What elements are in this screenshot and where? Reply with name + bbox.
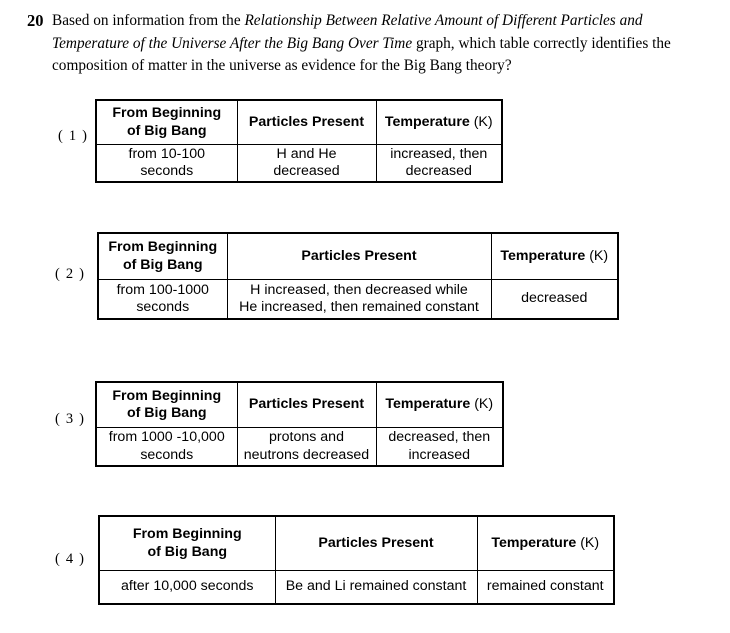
header-temperature-word: Temperature [491,534,577,551]
question-text-lead: Based on information from the [52,12,245,29]
cell-time-line1: from 10-100 [128,145,206,162]
header-cell-particles: Particles Present [274,515,478,571]
header-temperature-unit: (K) [474,396,494,413]
header-cell-temperature: Temperature (K) [375,381,504,428]
header-time-line2: of Big Bang [147,543,228,560]
option-1-label: ( 1 ) [58,128,89,144]
header-temperature-unit: (K) [580,534,600,551]
question-stem: 20 Based on information from the Relatio… [27,10,697,78]
header-temperature-word: Temperature [384,113,470,130]
header-time-line1: From Beginning [108,239,218,255]
cell-time-line1: after 10,000 seconds [120,578,254,595]
header-temperature-word: Temperature [385,396,471,413]
cell-temperature-line1: decreased [521,290,588,307]
graph-title-italic: Relationship Between Relative Amount of … [52,12,643,52]
header-time-line2: of Big Bang [122,256,203,273]
cell-particles-line1: H and He [276,145,337,162]
cell-particles-line2: neutrons decreased [243,446,370,463]
header-time-line2: of Big Bang [126,405,207,421]
question-text-tail: graph, which table correctly identifies … [52,34,671,75]
cell-time: after 10,000 seconds [98,570,276,605]
cell-temperature-line1: decreased, then [388,429,491,445]
header-cell-temperature: Temperature (K) [375,99,503,145]
cell-time-line2: seconds [136,299,190,315]
header-cell-temperature: Temperature (K) [476,515,615,571]
cell-particles-line1: H increased, then decreased while [250,281,468,298]
cell-particles-line1: Be and Li remained constant [285,578,467,595]
cell-temperature-line2: decreased [405,163,472,179]
cell-particles-line1: protons and [269,429,344,445]
header-cell-particles: Particles Present [236,381,377,428]
cell-temperature: remained constant [476,570,615,605]
cell-temperature-line2: increased [408,446,471,463]
cell-temperature: decreased [490,279,619,320]
option-4-label: ( 4 ) [55,551,86,567]
table-row: after 10,000 seconds Be and Li remained … [98,570,615,605]
cell-particles: Be and Li remained constant [274,570,478,605]
header-cell-particles: Particles Present [226,232,492,280]
cell-particles-line2: decreased [273,163,340,179]
cell-time-line1: from 100-1000 [116,281,209,298]
cell-temperature-line1: increased, then [390,145,488,162]
header-time-line1: From Beginning [132,526,242,542]
option-2-label: ( 2 ) [55,266,86,282]
header-time-line1: From Beginning [112,387,222,404]
header-cell-particles: Particles Present [236,99,377,145]
option-3-label: ( 3 ) [55,411,86,427]
question-number: 20 [27,11,44,30]
header-cell-temperature: Temperature (K) [490,232,619,280]
header-temperature-unit: (K) [473,113,493,130]
cell-time-line2: seconds [140,446,194,463]
question-text: Based on information from the Relationsh… [52,10,697,78]
cell-time-line1: from 1000 -10,000 [108,429,225,445]
header-time-line2: of Big Bang [126,122,207,139]
cell-time-line2: seconds [140,163,194,179]
header-temperature-unit: (K) [589,247,609,264]
cell-temperature-line1: remained constant [486,578,604,595]
header-time-line1: From Beginning [112,105,222,121]
header-temperature-word: Temperature [500,247,586,264]
cell-particles-line2: He increased, then remained constant [239,299,479,315]
